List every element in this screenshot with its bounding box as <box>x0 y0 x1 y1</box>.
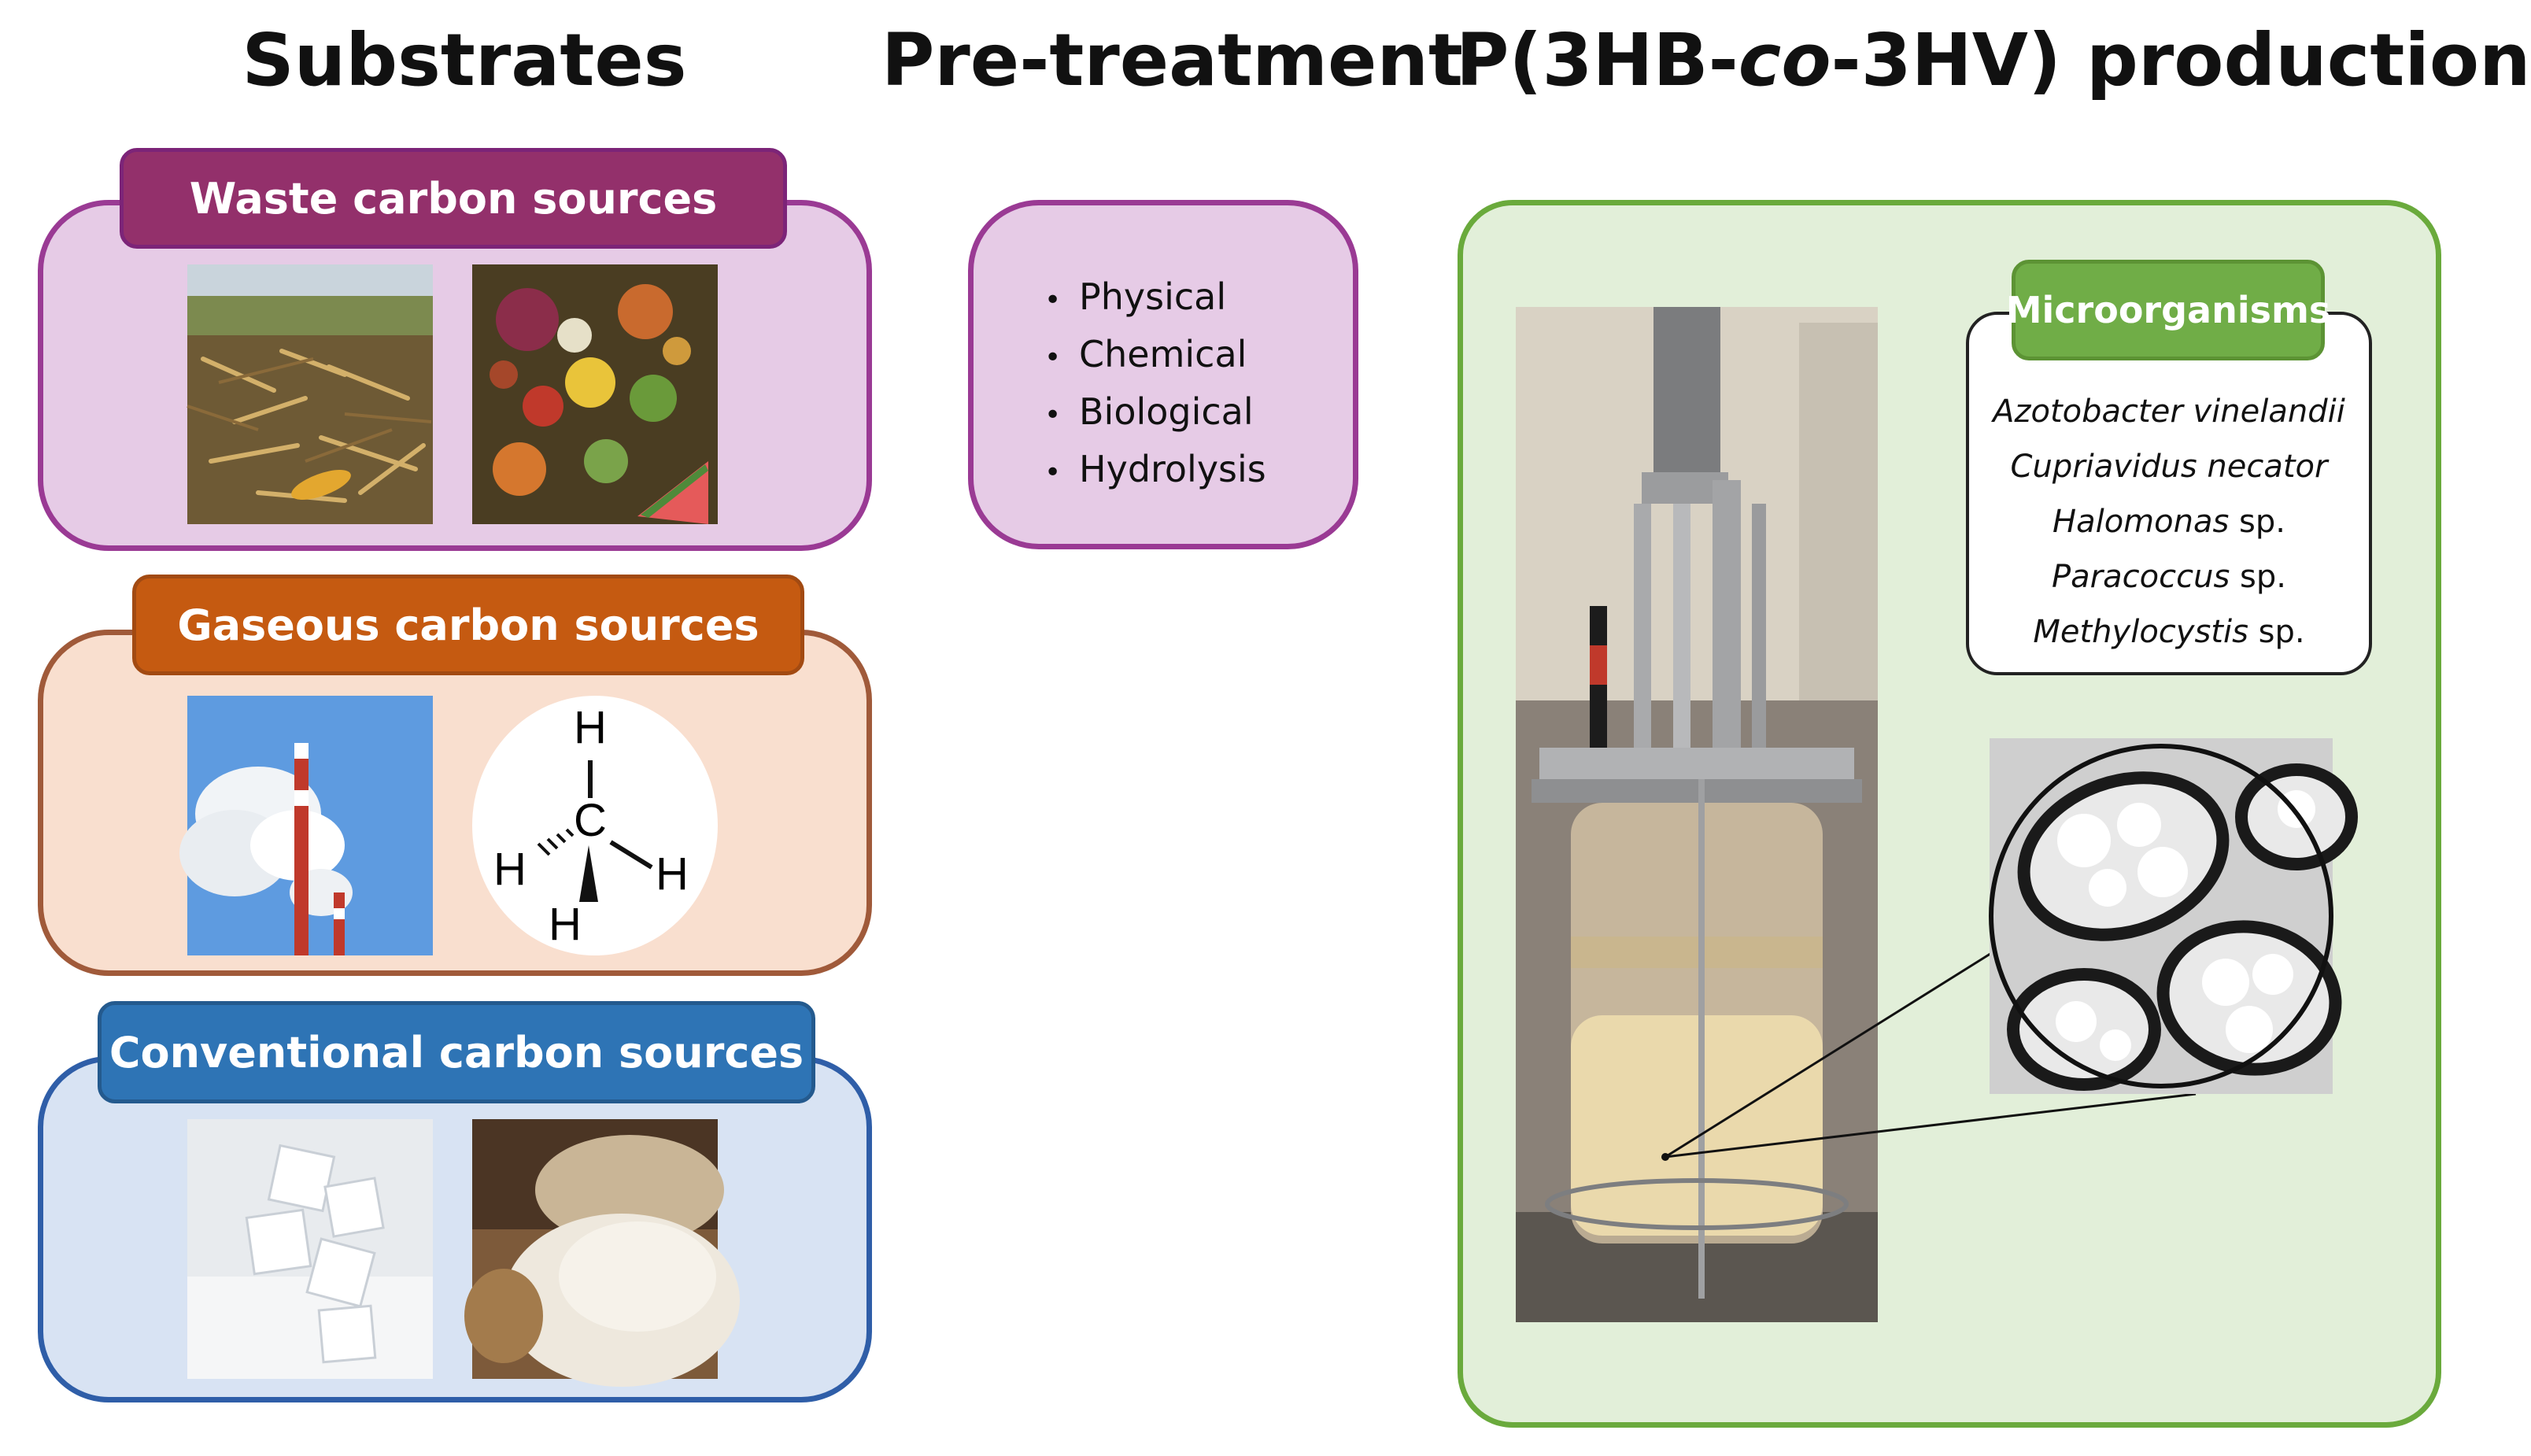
microorganisms-label: Microorganisms <box>2006 260 2330 360</box>
smokestack-image <box>179 696 433 955</box>
sugar-cubes-image <box>187 1119 433 1379</box>
microorganism-suffix: sp. <box>2230 559 2286 595</box>
microorganism-name: Paracoccus <box>2052 559 2230 595</box>
pretreatment-heading: Pre-treatment <box>881 18 1463 102</box>
microorganism-name: Azotobacter vinelandii <box>1993 394 2345 430</box>
production-heading-co: co <box>1738 18 1831 102</box>
pretreatment-list: Physical Chemical Biological Hydrolysis <box>1044 270 1266 500</box>
microorganism-item: Halomonas sp. <box>1969 494 2369 549</box>
food-waste-image <box>472 264 718 524</box>
microorganism-suffix: sp. <box>2248 614 2305 650</box>
pretreatment-item: Chemical <box>1044 327 1266 385</box>
waste-carbon-label: Waste carbon sources <box>120 148 787 249</box>
methane-c: C <box>574 795 607 846</box>
microorganisms-box: Azotobacter vinelandii Cupriavidus necat… <box>1966 312 2372 675</box>
microorganism-item: Azotobacter vinelandii <box>1969 384 2369 439</box>
methane-h-bottom: H <box>549 899 582 950</box>
microorganisms-list: Azotobacter vinelandii Cupriavidus necat… <box>1969 384 2369 660</box>
microorganism-item: Methylocystis sp. <box>1969 604 2369 660</box>
pretreatment-item: Hydrolysis <box>1044 442 1266 500</box>
pretreatment-panel: Physical Chemical Biological Hydrolysis <box>968 200 1358 549</box>
conventional-carbon-label: Conventional carbon sources <box>98 1001 815 1103</box>
microorganism-name: Cupriavidus necator <box>2010 449 2328 485</box>
substrates-heading: Substrates <box>242 18 687 102</box>
methane-molecule-image: H C H H H <box>472 696 718 955</box>
waste-carbon-panel <box>38 200 872 551</box>
bacteria-micrograph-image <box>1989 738 2358 1094</box>
gaseous-carbon-panel <box>38 630 872 976</box>
bioreactor-image <box>1516 307 1878 1322</box>
production-heading-suffix: -3HV) production <box>1831 18 2531 102</box>
flour-sack-image <box>464 1119 740 1387</box>
microorganism-name: Halomonas <box>2053 504 2230 540</box>
gaseous-carbon-label: Gaseous carbon sources <box>132 575 804 675</box>
methane-h-right: H <box>656 848 689 900</box>
pretreatment-item: Biological <box>1044 385 1266 442</box>
microorganism-item: Cupriavidus necator <box>1969 439 2369 494</box>
methane-h-top: H <box>574 702 607 753</box>
production-heading-prefix: P(3HB- <box>1456 18 1738 102</box>
microorganism-suffix: sp. <box>2229 504 2285 540</box>
microorganism-item: Paracoccus sp. <box>1969 549 2369 604</box>
microorganism-name: Methylocystis <box>2033 614 2248 650</box>
production-heading: P(3HB-co-3HV) production <box>1456 17 2531 104</box>
corn-stover-image <box>187 264 433 524</box>
conventional-carbon-panel <box>38 1056 872 1402</box>
pretreatment-item: Physical <box>1044 270 1266 327</box>
methane-h-left: H <box>493 844 527 895</box>
